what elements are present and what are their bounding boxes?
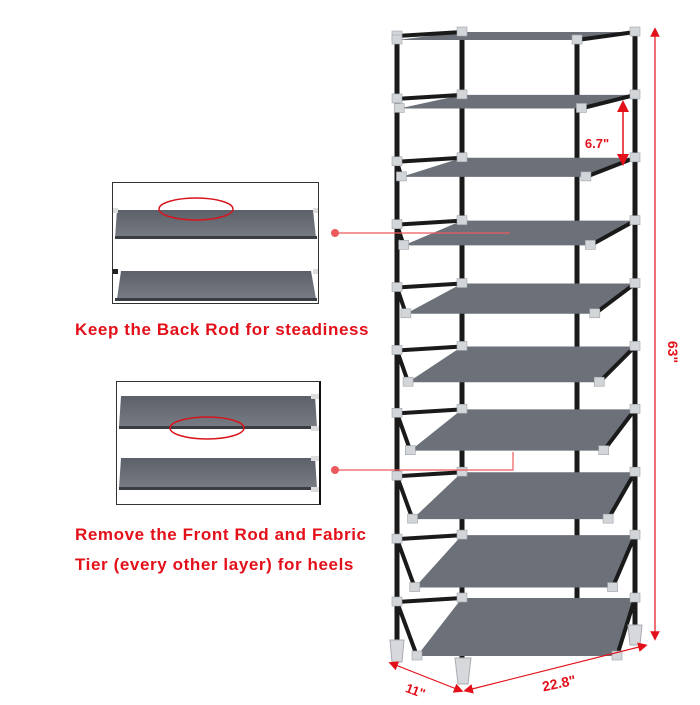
- shelf-tier: [391, 26, 641, 45]
- svg-text:63": 63": [665, 341, 681, 363]
- shelf-tier: [391, 215, 641, 250]
- svg-text:22.8": 22.8": [541, 672, 577, 695]
- shelf-tier: [391, 341, 641, 387]
- shelf-tier: [391, 152, 641, 182]
- highlight-circle: [169, 416, 245, 440]
- caption-back-rod: Keep the Back Rod for steadiness: [75, 320, 370, 339]
- svg-text:11": 11": [404, 680, 428, 700]
- rack-shelves: [391, 26, 641, 661]
- shelf-tier: [391, 529, 641, 592]
- caption-front-rod-line1: Remove the Front Rod and Fabric: [75, 525, 367, 544]
- leader-line-front-rod: [331, 452, 514, 474]
- width-dimension: 22.8": [463, 642, 648, 695]
- caption-front-rod-line2: Tier (every other layer) for heels: [75, 555, 354, 574]
- shelf-tier: [391, 404, 641, 455]
- inset-front-rod-detail: [116, 381, 321, 505]
- shelf-tier: [391, 466, 641, 524]
- shelf-tier: [391, 89, 641, 113]
- highlight-circle: [158, 197, 234, 221]
- shelf-tier: [391, 278, 641, 319]
- leader-line-back-rod: [331, 229, 510, 237]
- depth-dimension: 11": [388, 661, 464, 701]
- inset-back-rod-detail: [112, 182, 319, 304]
- svg-text:6.7": 6.7": [585, 136, 609, 151]
- shelf-tier: [391, 592, 641, 661]
- tier-spacing-dimension: 6.7": [585, 100, 629, 166]
- height-dimension: 63": [650, 27, 681, 641]
